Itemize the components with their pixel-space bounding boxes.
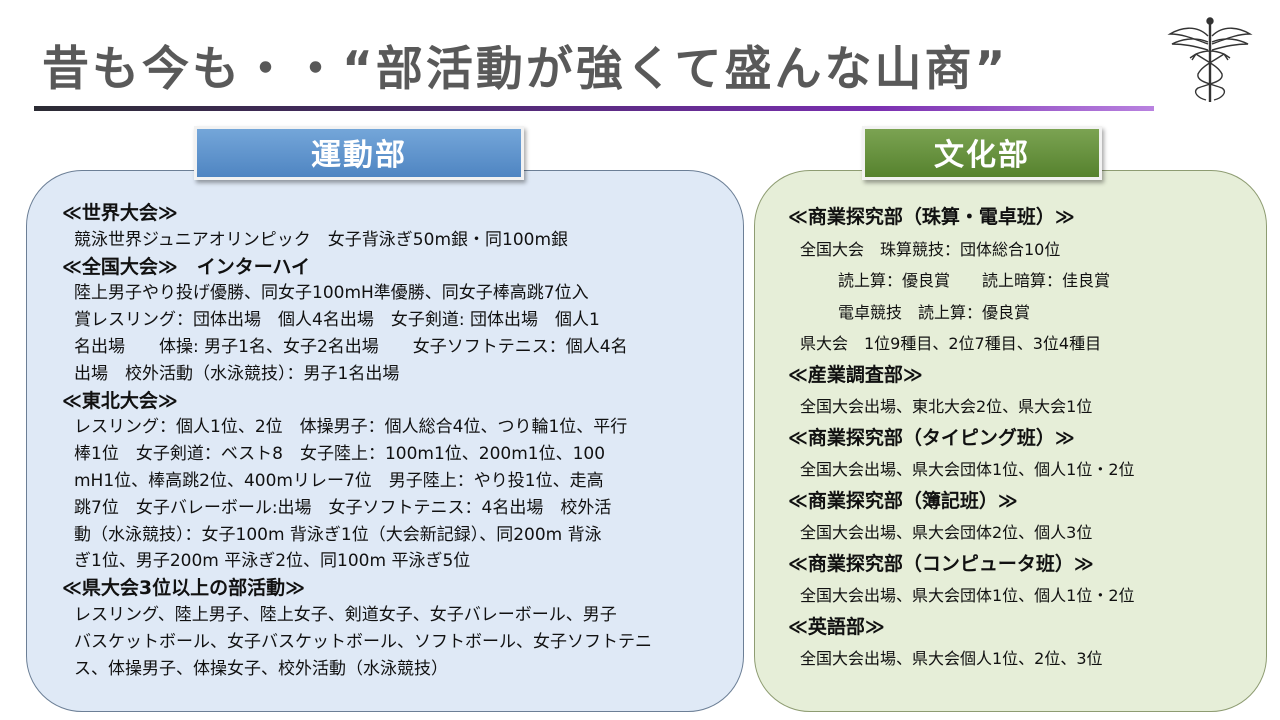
result-line: 県大会 1位9種目、2位7種目、3位4種目 xyxy=(800,334,1102,353)
result-line: 全国大会出場、県大会団体1位、個人1位・2位 xyxy=(800,586,1135,605)
result-line: 電卓競技 読上算：優良賞 xyxy=(838,302,1031,322)
section-heading: ≪商業探究部（タイピング班）≫ xyxy=(788,426,1075,449)
section-heading: ≪産業調査部≫ xyxy=(788,363,923,386)
result-line: 動（水泳競技）：女子100m 背泳ぎ1位（大会新記録）、同200m 背泳 xyxy=(74,524,602,545)
result-line: mH1位、棒高跳2位、400mリレー7位 男子陸上：やり投1位、走高 xyxy=(74,470,604,491)
result-line: レスリング、陸上男子、陸上女子、剣道女子、女子バレーボール、男子 xyxy=(74,604,617,625)
result-line: 名出場 体操: 男子1名、女子2名出場 女子ソフトテニス：個人4名 xyxy=(74,336,628,357)
section-heading: ≪商業探究部（簿記班）≫ xyxy=(788,489,1018,512)
culture-clubs-content: ≪商業探究部（珠算・電卓班）≫ 全国大会 珠算競技：団体総合10位読上算：優良賞 … xyxy=(788,202,1248,675)
culture-clubs-panel xyxy=(754,170,1267,712)
result-line: 全国大会 珠算競技：団体総合10位 xyxy=(800,239,1061,259)
result-line: 陸上男子やり投げ優勝、同女子100mH準優勝、同女子棒高跳7位入 xyxy=(74,283,589,304)
result-line: 棒1位 女子剣道：ベスト8 女子陸上：100m1位、200m1位、100 xyxy=(74,444,606,465)
result-line: バスケットボール、女子バスケットボール、ソフトボール、女子ソフトテニ xyxy=(74,631,652,652)
page-title: 昔も今も・・“部活動が強くて盛んな山商” xyxy=(42,42,1009,97)
result-line: ス、体操男子、体操女子、校外活動（水泳競技） xyxy=(74,658,448,679)
result-line: 全国大会出場、東北大会2位、県大会1位 xyxy=(800,397,1093,416)
result-line: ぎ1位、男子200m 平泳ぎ2位、同100m 平泳ぎ5位 xyxy=(74,551,471,572)
section-heading: ≪東北大会≫ xyxy=(62,389,178,412)
section-heading: ≪英語部≫ xyxy=(788,615,885,638)
caduceus-logo-icon xyxy=(1167,17,1253,102)
title-divider xyxy=(34,106,1154,111)
result-line: 全国大会出場、県大会個人1位、2位、3位 xyxy=(800,649,1103,668)
result-line: 全国大会出場、県大会団体1位、個人1位・2位 xyxy=(800,460,1135,479)
result-line: 出場 校外活動（水泳競技）：男子1名出場 xyxy=(74,363,400,384)
section-heading: ≪全国大会≫ インターハイ xyxy=(62,255,311,278)
section-heading: ≪商業探究部（コンピュータ班）≫ xyxy=(788,552,1094,575)
sports-clubs-content: ≪世界大会≫ 競泳世界ジュニアオリンピック 女子背泳ぎ50m銀・同100m銀 ≪全国… xyxy=(62,200,722,682)
sports-clubs-panel xyxy=(26,170,744,712)
section-heading: ≪県大会3位以上の部活動≫ xyxy=(62,577,306,600)
culture-clubs-header: 文化部 xyxy=(862,126,1102,180)
sports-clubs-header: 運動部 xyxy=(194,126,524,180)
result-line: 競泳世界ジュニアオリンピック 女子背泳ぎ50m銀・同100m銀 xyxy=(74,229,569,250)
result-line: 全国大会出場、県大会団体2位、個人3位 xyxy=(800,523,1093,542)
result-line: 賞レスリング：団体出場 個人4名出場 女子剣道: 団体出場 個人1 xyxy=(74,310,600,331)
result-line: レスリング：個人1位、2位 体操男子：個人総合4位、つり輪1位、平行 xyxy=(74,417,628,438)
section-heading: ≪世界大会≫ xyxy=(62,202,178,224)
section-heading: ≪商業探究部（珠算・電卓班）≫ xyxy=(788,206,1075,228)
result-line: 跳7位 女子バレーボール:出場 女子ソフトテニス：4名出場 校外活 xyxy=(74,497,612,518)
result-line: 読上算：優良賞 読上暗算：佳良賞 xyxy=(838,271,1111,290)
